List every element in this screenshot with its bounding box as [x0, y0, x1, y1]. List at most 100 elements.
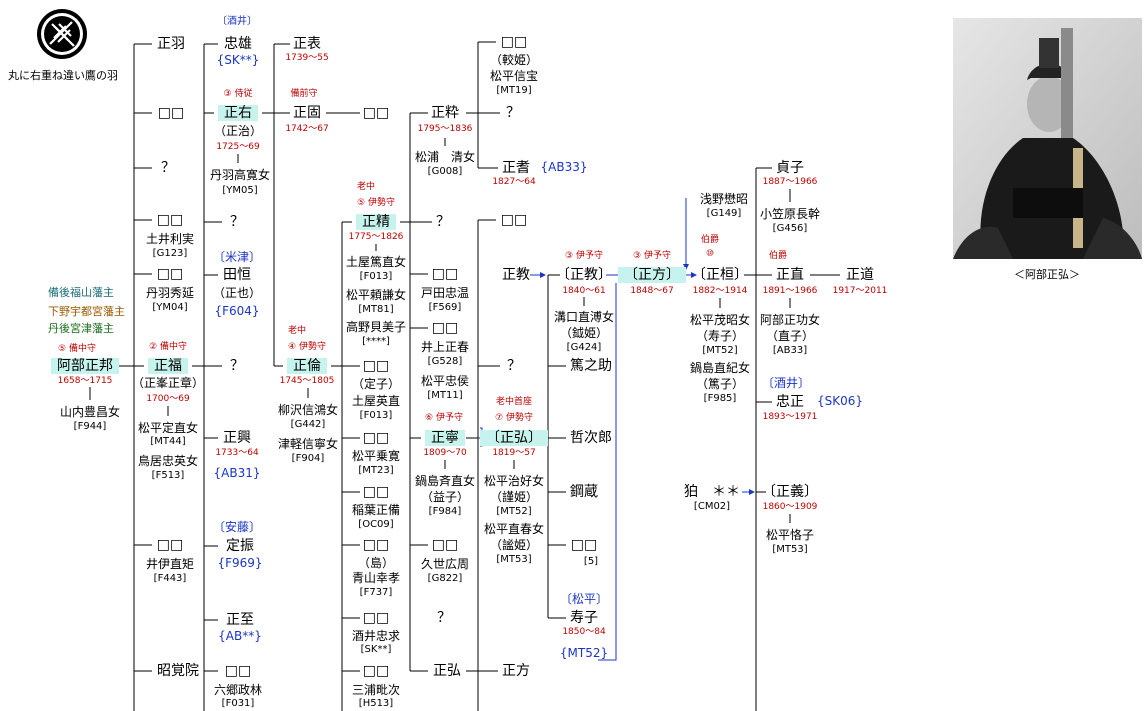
tree-label-g6ab: 松浦 清女: [414, 150, 476, 164]
tree-label-g10z: 浅野懋昭: [699, 192, 749, 206]
tree-label-g8b: 篤之助: [570, 358, 612, 374]
tree-label-g10aa: 1882～1914: [692, 286, 748, 296]
tree-label-g3da: 〔米津〕: [212, 250, 262, 264]
tree-label-g5da: 稲葉正備: [351, 503, 401, 517]
tree-label-g2g1: 井伊直矩: [145, 557, 195, 571]
tree-label-g4b: 正固: [293, 105, 321, 121]
tree-label-g10a: 〔正桓〕: [692, 267, 748, 283]
tree-label-g5ea: （島）: [357, 556, 395, 570]
tree-label-g2d1: 土井利実: [145, 232, 195, 246]
tree-label-g6db: [G528]: [427, 356, 463, 367]
tree-label-g4de: [F904]: [291, 453, 325, 464]
tree-label-g7c: 正耆: [502, 160, 530, 176]
tree-label-g7gc: （謹姫）: [489, 490, 539, 504]
tree-label-g8ea: [5]: [583, 556, 599, 567]
tree-label-g5a: 正精: [356, 214, 396, 230]
tree-label-g2h: 昭覚院: [157, 663, 199, 679]
tree-label-g5ad: 松平頼謙女: [345, 288, 407, 302]
tree-label-g12aa: 1917～2011: [832, 286, 888, 296]
tree-label-g11bb: 阿部正功女: [759, 313, 821, 327]
tree-label-g5db: [OC09]: [358, 519, 394, 530]
tree-label-g7g: 〔正弘〕: [480, 430, 548, 446]
tree-label-g6h: 正弘: [433, 663, 461, 679]
tree-label-g11cz: 〔酒井〕: [761, 376, 811, 390]
tree-label-g10af: （篤子）: [695, 377, 745, 391]
tree-label-g5fb: [SK**]: [360, 644, 392, 655]
tree-label-g5b: □□: [362, 358, 390, 374]
tree-label-g10ba: [CM02]: [693, 501, 731, 512]
tree-label-g3ba: ③ 侍従: [223, 89, 253, 99]
tree-label-g4bb: 備前守: [290, 89, 318, 99]
tree-label-g8fa: 〔松平〕: [559, 592, 609, 606]
tree-label-g5f: □□: [362, 610, 390, 626]
tree-label-g6d: □□: [431, 320, 459, 336]
tree-label-g3fa: 1733～64: [215, 448, 259, 458]
tree-label-g10ab: 松平茂昭女: [689, 313, 751, 327]
tree-label-g2ff: 鳥居忠英女: [137, 454, 199, 468]
tree-label-g10ad: [MT52]: [702, 345, 738, 356]
tree-label-g6f: □□: [431, 537, 459, 553]
tree-label-g10zz: [G149]: [706, 208, 742, 219]
tree-label-g3ab: {SK**}: [216, 53, 260, 67]
tree-label-g5ay: ⑤ 伊勢守: [357, 198, 395, 208]
portrait-caption: ＜阿部正弘＞: [1014, 268, 1080, 281]
tree-label-g3dc: {F604}: [214, 304, 260, 318]
tree-label-g3bb: （正治）: [213, 124, 263, 138]
tree-label-g10y: 伯爵: [700, 235, 720, 245]
tree-label-g3d: 田恒: [223, 267, 251, 283]
tree-label-g11bc: （直子）: [765, 329, 815, 343]
tree-label-g2f: 正福: [148, 358, 188, 374]
tree-label-g4a: 正表: [293, 36, 321, 52]
tree-label-g3ga: 〔安藤〕: [212, 520, 262, 534]
tree-label-g7ab: 松平信宝: [489, 69, 539, 83]
tree-label-g2fa: ② 備中守: [149, 342, 187, 352]
tree-label-g5ca: 松平乗寛: [351, 449, 401, 463]
tree-label-g7aa: （較姫）: [489, 53, 539, 67]
tree-label-g4db: 柳沢信鴻女: [277, 403, 339, 417]
tree-label-g5az: 老中: [356, 182, 376, 192]
tree-label-g8ay: ③ 伊予守: [565, 251, 603, 261]
tree-label-g6dd: [MT11]: [427, 390, 463, 401]
tree-label-g3bc: 1725～69: [216, 142, 260, 152]
tree-label-g7a: □□: [500, 34, 528, 50]
tree-label-g3be: [YM05]: [222, 185, 258, 196]
tree-label-g3bd: 丹羽高寛女: [209, 168, 271, 182]
tree-label-g11dc: [MT53]: [772, 544, 808, 555]
tree-label-g3ha: {AB**}: [218, 629, 262, 643]
tree-label-g6aa: 1795～1836: [417, 124, 473, 134]
tree-label-g5cb: [MT23]: [358, 465, 394, 476]
tree-label-g6fa: 久世広周: [420, 557, 470, 571]
tree-label-g7d: □□: [500, 212, 528, 228]
tree-label-g4c: □□: [362, 105, 390, 121]
tree-label-yr1: 1658～1715: [57, 376, 113, 386]
tree-label-g2fc: 1700～69: [146, 394, 190, 404]
tree-label-g9a: 〔正方〕: [618, 267, 686, 283]
tree-label-g5ga: 三浦毗次: [351, 683, 401, 697]
tree-label-cd1: [F944]: [73, 421, 107, 432]
tree-label-g5gb: [H513]: [358, 698, 394, 709]
tree-label-g5eb: 青山幸孝: [351, 571, 401, 585]
tree-label-g2e1: 丹羽秀延: [145, 286, 195, 300]
tree-label-g3aa: 〔酒井〕: [217, 16, 257, 27]
tree-label-g3b: 正右: [218, 105, 258, 121]
tree-label-g3ia: 六郷政林: [213, 683, 263, 697]
tree-label-g4dd: 津軽信寧女: [277, 437, 339, 451]
tree-label-g7gf: （謐姫）: [489, 538, 539, 552]
tree-label-g4d: 正倫: [287, 358, 327, 374]
tree-label-g11aa: 1887～1966: [762, 177, 818, 187]
tree-label-g5ac: [F013]: [359, 271, 393, 282]
tree-label-g7gy: ⑦ 伊勢守: [495, 413, 533, 423]
tree-label-g5ab: 土屋篤直女: [345, 255, 407, 269]
tree-label-g2fg: [F513]: [151, 470, 185, 481]
tree-label-g6ea: 1809～70: [423, 448, 467, 458]
tree-label-g2a: 正羽: [157, 36, 185, 52]
domain-fukuyama: 備後福山藩主: [48, 286, 114, 299]
tree-label-g8fb: 1850～84: [562, 627, 606, 637]
tree-label-wife1: 山内豊昌女: [59, 405, 121, 419]
tree-label-g6ey: ⑥ 伊予守: [425, 413, 463, 423]
tree-label-g8aa: 1840～61: [562, 286, 606, 296]
tree-label-g11cy: {SK06}: [816, 394, 864, 408]
tree-label-g5fa: 酒井忠求: [351, 629, 401, 643]
tree-label-g2fe: [MT44]: [150, 436, 186, 447]
